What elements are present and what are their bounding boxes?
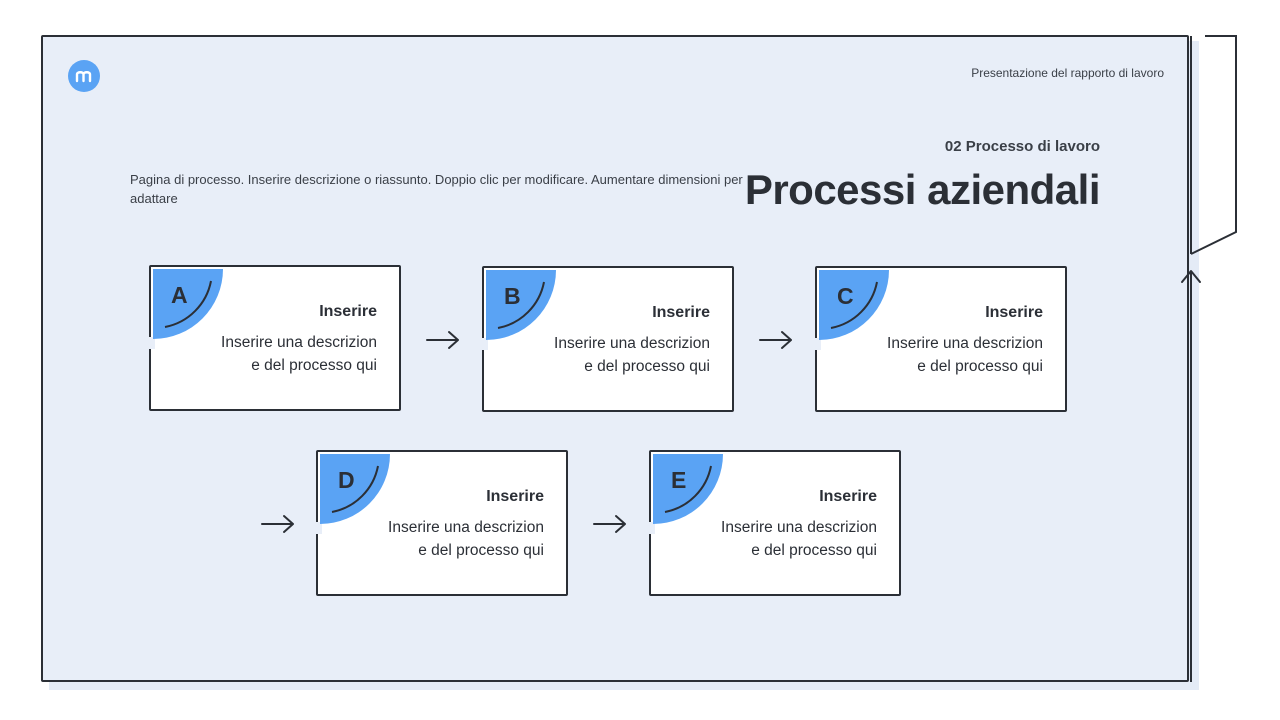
step-description: Inserire una descrizion e del processo q… [687,516,877,562]
step-letter: E [671,467,687,493]
page-description: Pagina di processo. Inserire descrizione… [130,172,743,206]
card-notch [480,338,488,350]
card-notch [314,522,322,534]
step-title: Inserire [985,304,1043,321]
step-title: Inserire [319,303,377,320]
m-logo-icon [68,60,100,92]
step-letter: D [338,467,355,493]
step-description-line: Inserire una descrizion [388,519,544,536]
step-description: Inserire una descrizion e del processo q… [354,516,544,562]
quarter-circle-icon [486,270,556,340]
card-body [482,266,734,412]
step-title: Inserire [486,488,544,505]
quarter-circle-icon [653,454,723,524]
step-description-line: Inserire una descrizion [554,335,710,352]
section-label: 02 Processo di lavoro [944,138,1100,155]
card-notch [647,522,655,534]
step-letter: A [171,282,188,308]
step-description-line: Inserire una descrizion [721,519,877,536]
card-notch [147,337,155,349]
step-title: Inserire [652,304,710,321]
arrow-right-icon [261,515,294,533]
quarter-circle-icon [320,454,390,524]
step-description-line: Inserire una descrizion [221,334,377,351]
step-description-line: Inserire una descrizion [887,335,1043,352]
quarter-circle-icon [819,270,889,340]
arrow-right-icon [759,331,792,349]
page-title: Processi aziendali [744,166,1101,213]
arrow-right-icon [593,515,626,533]
process-card-d[interactable]: D Inserire Inserire una descrizion e del… [314,450,568,596]
step-description: Inserire una descrizion e del processo q… [853,332,1043,378]
presentation-title: Presentazione del rapporto di lavoro [971,66,1164,80]
step-letter: C [837,283,854,309]
step-title: Inserire [819,488,877,505]
step-description: Inserire una descrizion e del processo q… [187,331,377,377]
step-description: Inserire una descrizion e del processo q… [520,332,710,378]
step-description-line: e del processo qui [584,358,710,375]
process-card-e[interactable]: E Inserire Inserire una descrizion e del… [647,450,901,596]
process-card-b[interactable]: B Inserire Inserire una descrizion e del… [480,266,734,412]
step-description-line: e del processo qui [751,542,877,559]
process-card-c[interactable]: C Inserire Inserire una descrizion e del… [813,266,1067,412]
step-description-line: e del processo qui [251,357,377,374]
process-card-a[interactable]: A Inserire Inserire una descrizion e del… [147,265,401,411]
step-description-line: e del processo qui [418,542,544,559]
step-description-line: e del processo qui [917,358,1043,375]
step-letter: B [504,283,521,309]
card-notch [813,338,821,350]
arrow-right-icon [426,331,459,349]
quarter-circle-icon [153,269,223,339]
